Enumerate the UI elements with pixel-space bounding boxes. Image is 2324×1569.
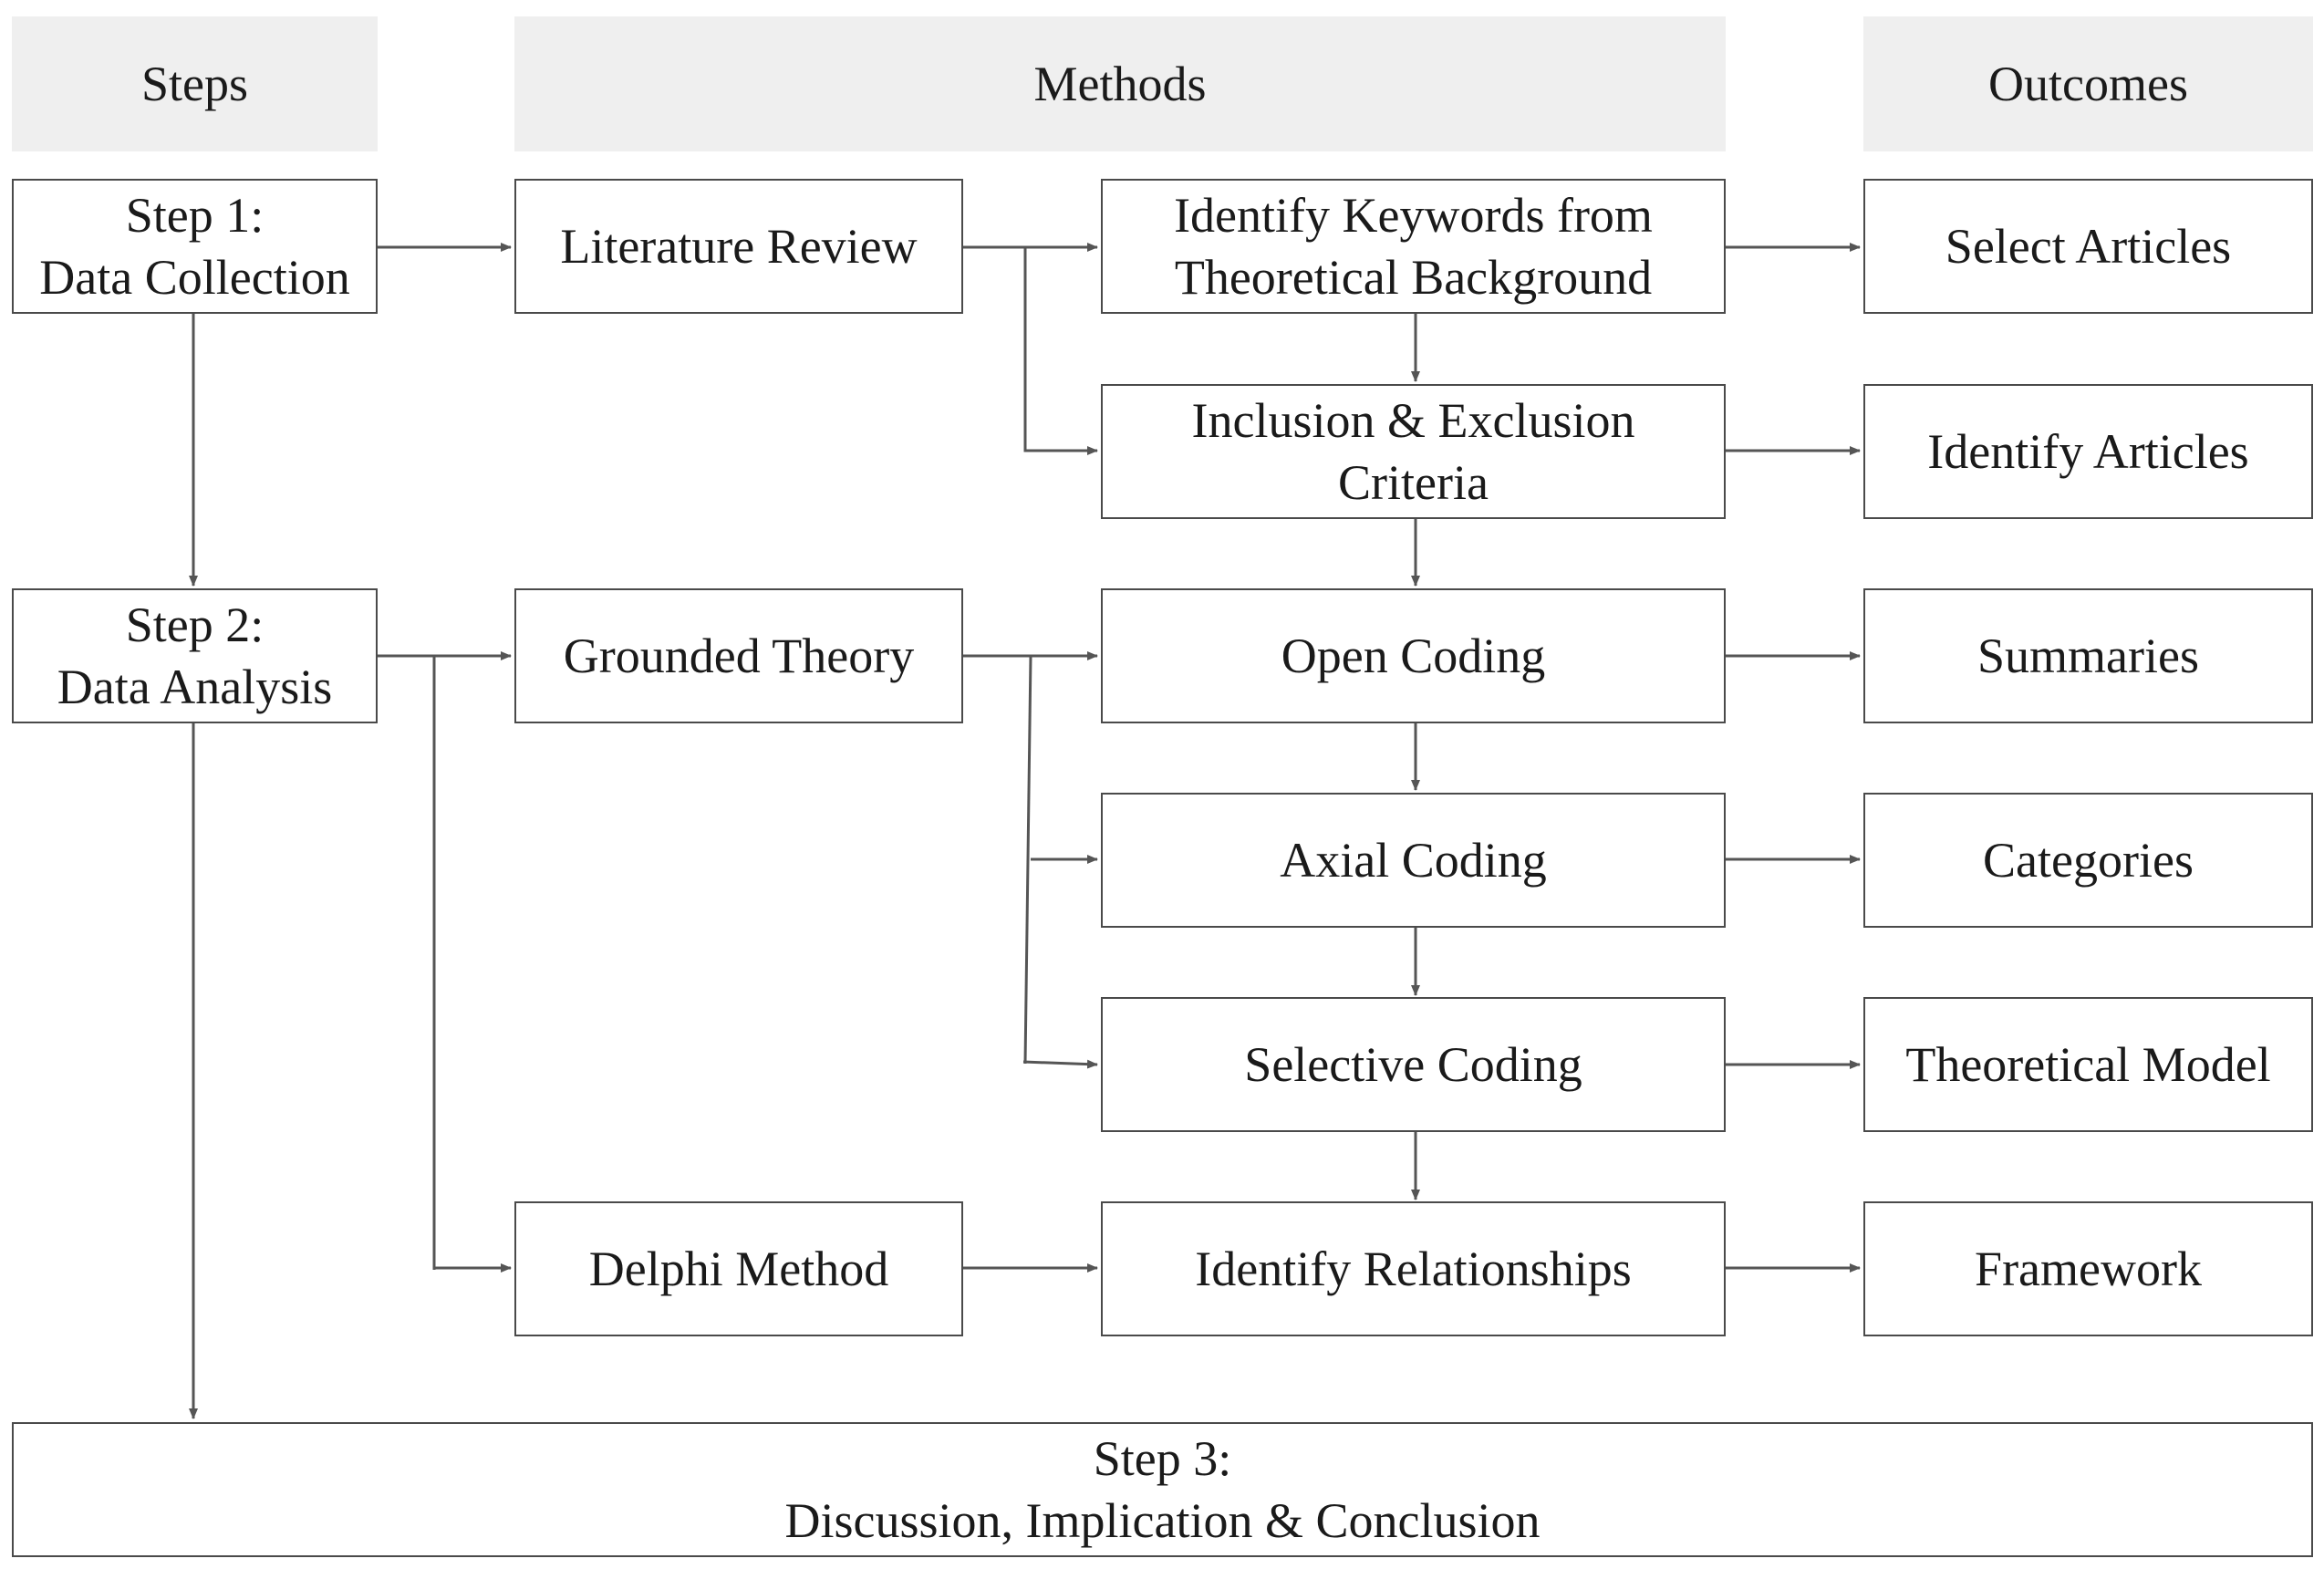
- select-articles-box: Select Articles: [1863, 179, 2313, 314]
- axial-coding-box: Axial Coding: [1101, 793, 1726, 928]
- step1-title: Step 1:: [125, 187, 265, 243]
- literature-review-box: Literature Review: [514, 179, 963, 314]
- grounded-theory-label: Grounded Theory: [563, 628, 915, 683]
- theoretical-model-box: Theoretical Model: [1863, 997, 2313, 1132]
- arrow-literature-review-to-inclusion: [1023, 247, 1098, 455]
- step2-label: Data Analysis: [57, 660, 333, 714]
- step2-title: Step 2:: [125, 597, 265, 652]
- categories-label: Categories: [1983, 832, 2194, 888]
- identify-articles-box: Identify Articles: [1863, 384, 2313, 519]
- identify-articles-label: Identify Articles: [1927, 423, 2249, 479]
- header-steps: Steps: [12, 16, 378, 151]
- grounded-theory-box: Grounded Theory: [514, 588, 963, 723]
- inclusion-exclusion-box: Inclusion & Exclusion Criteria: [1101, 384, 1726, 519]
- open-coding-label: Open Coding: [1281, 628, 1546, 683]
- delphi-method-label: Delphi Method: [588, 1241, 889, 1296]
- axial-coding-label: Axial Coding: [1280, 832, 1547, 888]
- header-outcomes: Outcomes: [1863, 16, 2313, 151]
- identify-keywords-box: Identify Keywords from Theoretical Backg…: [1101, 179, 1726, 314]
- select-articles-label: Select Articles: [1945, 218, 2232, 274]
- arrow-branch-to-selective-coding: [1022, 1059, 1098, 1069]
- step1-label: Data Collection: [39, 250, 350, 305]
- step3-title: Step 3:: [1093, 1430, 1232, 1486]
- arrow-grounded-theory-branch: [1023, 655, 1032, 1065]
- step3-label: Discussion, Implication & Conclusion: [784, 1493, 1541, 1548]
- selective-coding-label: Selective Coding: [1244, 1036, 1582, 1092]
- summaries-label: Summaries: [1977, 628, 2199, 683]
- summaries-box: Summaries: [1863, 588, 2313, 723]
- open-coding-box: Open Coding: [1101, 588, 1726, 723]
- framework-label: Framework: [1975, 1241, 2202, 1296]
- step3-box: Step 3: Discussion, Implication & Conclu…: [12, 1422, 2313, 1557]
- step1-box: Step 1: Data Collection: [12, 179, 378, 314]
- identify-relationships-label: Identify Relationships: [1195, 1241, 1632, 1296]
- identify-relationships-box: Identify Relationships: [1101, 1201, 1726, 1336]
- identify-keywords-line1: Identify Keywords from: [1174, 187, 1653, 243]
- categories-box: Categories: [1863, 793, 2313, 928]
- selective-coding-box: Selective Coding: [1101, 997, 1726, 1132]
- framework-box: Framework: [1863, 1201, 2313, 1336]
- literature-review-label: Literature Review: [560, 218, 918, 274]
- identify-keywords-line2: Theoretical Background: [1174, 250, 1653, 305]
- theoretical-model-label: Theoretical Model: [1905, 1036, 2271, 1092]
- inclusion-exclusion-line2: Criteria: [1338, 455, 1489, 510]
- inclusion-exclusion-line1: Inclusion & Exclusion: [1191, 392, 1635, 448]
- step2-box: Step 2: Data Analysis: [12, 588, 378, 723]
- delphi-method-box: Delphi Method: [514, 1201, 963, 1336]
- header-methods: Methods: [514, 16, 1726, 151]
